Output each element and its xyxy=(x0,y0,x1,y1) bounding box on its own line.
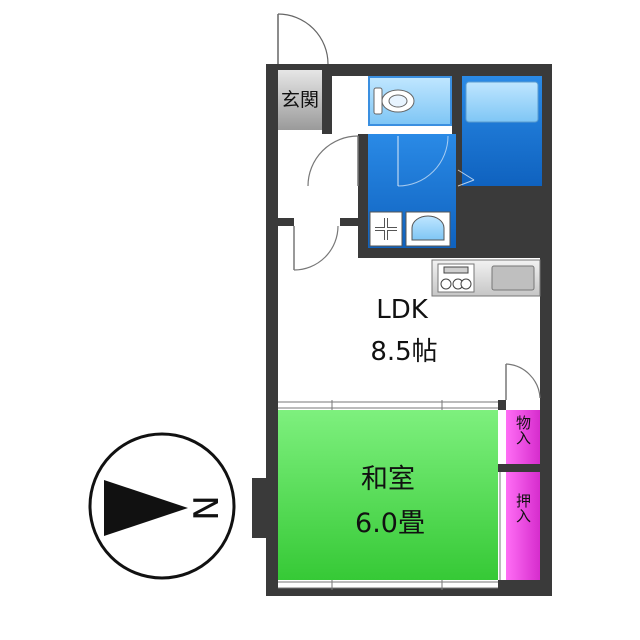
closet-label: 押入 xyxy=(514,493,532,523)
corridor-door-lower xyxy=(293,225,339,271)
toilet-icon xyxy=(373,87,415,115)
ldk-size-label: 8.5帖 xyxy=(370,337,437,367)
walls xyxy=(252,64,552,596)
kitchen-counter xyxy=(431,259,541,297)
storage-door xyxy=(505,363,541,400)
stove-icon xyxy=(440,266,472,290)
entrance-label: 玄関 xyxy=(281,89,319,111)
entrance-floor xyxy=(278,70,322,130)
compass: N xyxy=(88,432,236,580)
washitsu-size-label: 6.0畳 xyxy=(355,508,425,539)
closet-room xyxy=(506,472,540,580)
washitsu-room xyxy=(278,400,501,590)
north-label: N xyxy=(187,495,227,520)
washitsu-name-label: 和室 xyxy=(361,464,415,495)
washroom-door xyxy=(397,135,449,187)
washing-machine-icon xyxy=(369,211,403,247)
wash-basin-icon xyxy=(405,211,451,247)
entrance-door xyxy=(277,13,329,65)
storage-label: 物入 xyxy=(514,415,532,445)
storage-room xyxy=(506,410,540,464)
ldk-name-label: LDK xyxy=(376,295,429,325)
corridor-door-upper xyxy=(307,135,359,187)
sliding-door-icon xyxy=(457,169,475,187)
north-arrow-icon xyxy=(104,480,188,536)
bathtub-icon xyxy=(465,81,539,123)
